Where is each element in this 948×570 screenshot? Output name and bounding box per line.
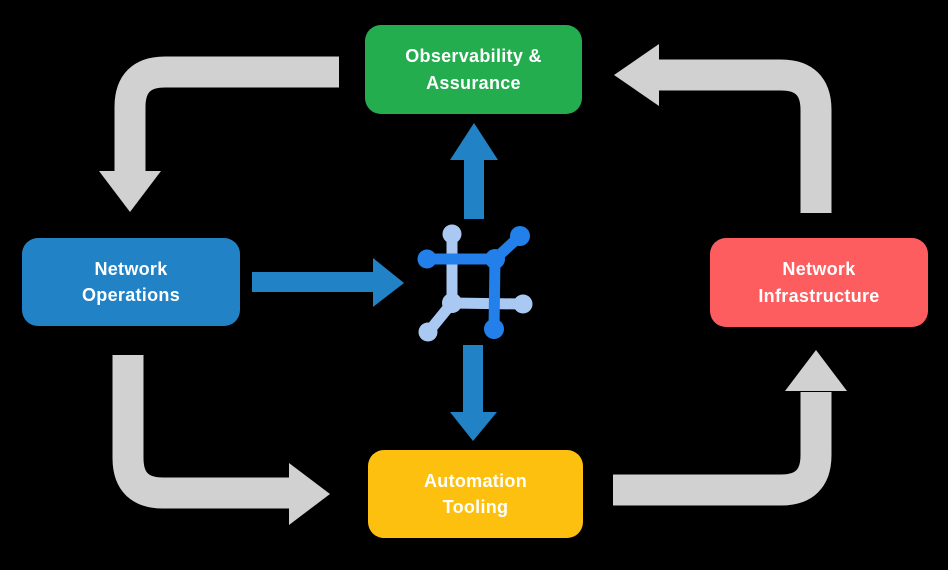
- arrow-automation-to-infrastructure: [613, 350, 847, 506]
- node-operations: Network Operations: [22, 238, 240, 326]
- node-automation: Automation Tooling: [368, 450, 583, 538]
- node-infrastructure: Network Infrastructure: [710, 238, 928, 327]
- node-operations-label: Network Operations: [81, 258, 181, 305]
- arrow-hub-to-observability: [450, 123, 498, 219]
- arrow-head: [289, 463, 330, 525]
- arrow-head: [99, 171, 161, 212]
- arrow-observability-to-operations: [99, 56, 339, 212]
- arrow-infrastructure-to-observability: [614, 44, 832, 213]
- node-infrastructure-label: Network Infrastructure: [758, 259, 880, 306]
- node-observability: Observability & Assurance: [365, 25, 582, 114]
- arrow-hub-to-automation: [450, 345, 497, 441]
- arrow-shaft: [114, 56, 339, 173]
- icon-node-light-bottomleft: [418, 322, 438, 342]
- icon-node-light-top: [442, 224, 462, 244]
- arrow-shaft: [112, 355, 290, 509]
- icon-line-dark-vertical: [488, 253, 501, 335]
- arrow-head: [614, 44, 659, 106]
- icon-line-light-horizontal: [446, 297, 527, 310]
- arrow-operations-to-automation: [112, 355, 330, 525]
- arrow-shaft: [658, 59, 832, 213]
- arrow-shaft: [613, 392, 832, 506]
- icon-node-dark-left: [417, 249, 437, 269]
- arrow-head: [785, 350, 847, 391]
- arrow-operations-to-hub: [252, 258, 404, 307]
- icon-node-dark-bottom: [484, 319, 504, 339]
- node-observability-label: Observability & Assurance: [405, 46, 542, 93]
- icon-junction-light: [442, 293, 462, 313]
- icon-junction-dark: [485, 249, 505, 269]
- icon-node-dark-topright: [510, 226, 530, 246]
- icon-node-light-right: [513, 294, 533, 314]
- node-automation-label: Automation Tooling: [424, 470, 527, 517]
- network-hub-icon: [417, 224, 533, 342]
